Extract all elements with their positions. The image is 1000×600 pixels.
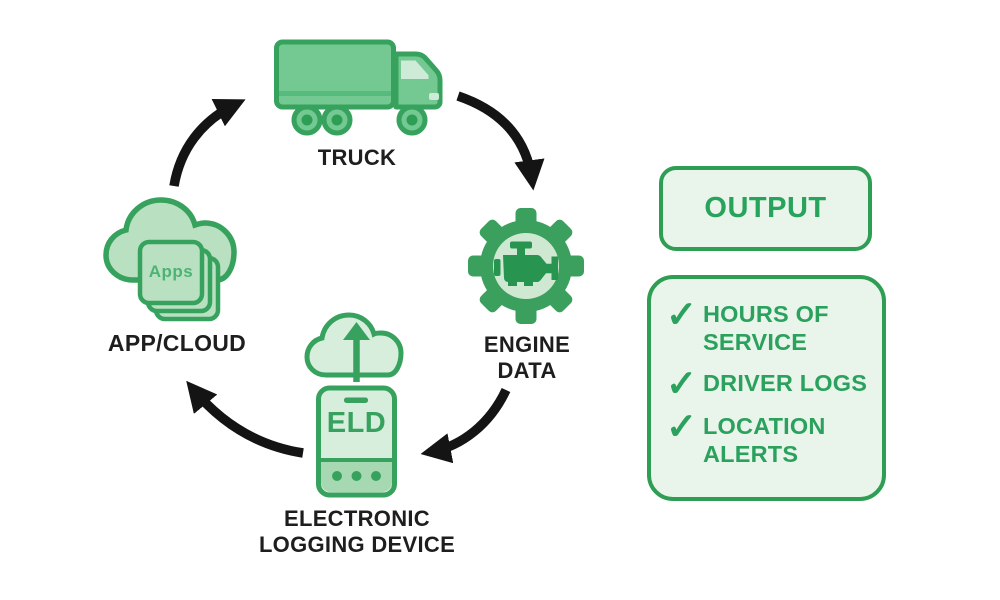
output-header-box: OUTPUT [659, 166, 872, 251]
eld-screen-text: ELD [326, 407, 387, 439]
engine-data-label: ENGINE DATA [483, 332, 571, 383]
eld-device-icon [304, 312, 404, 498]
checkmark-icon: ✓ [666, 294, 698, 335]
truck-label: TRUCK [317, 145, 397, 170]
phone-buttons [332, 471, 381, 481]
checklist-item: ✓ HOURS OF SERVICE [666, 294, 874, 356]
truck-icon [274, 39, 443, 136]
arrow-app-cloud-to-truck [169, 98, 246, 187]
arrow-engine-data-to-eld [420, 387, 511, 464]
truck-wheels [291, 104, 428, 136]
upload-arrow-icon [343, 322, 370, 382]
app-cloud-icon [103, 197, 237, 322]
eld-label: ELECTRONIC LOGGING DEVICE [258, 506, 456, 557]
arrow-eld-to-app-cloud [186, 380, 304, 458]
checklist-item: ✓ DRIVER LOGS [666, 363, 874, 405]
checklist-item: ✓ LOCATION ALERTS [666, 405, 874, 468]
output-checklist-box: ✓ HOURS OF SERVICE ✓ DRIVER LOGS ✓ LOCAT… [647, 275, 886, 501]
app-cloud-label: APP/CLOUD [107, 330, 247, 356]
checkmark-icon: ✓ [666, 405, 698, 447]
engine-data-icon [468, 208, 584, 324]
checklist-item-label: LOCATION ALERTS [703, 412, 826, 468]
truck-bumper [429, 93, 439, 100]
checklist-item-label: HOURS OF SERVICE [703, 301, 829, 356]
truck-windshield [401, 60, 429, 79]
phone-speaker [344, 397, 368, 403]
apps-stack [137, 239, 221, 322]
arrow-truck-to-engine-data [456, 91, 545, 191]
truck-cargo-box [274, 39, 396, 110]
checklist-item-label: DRIVER LOGS [703, 370, 868, 397]
checkmark-icon: ✓ [666, 363, 698, 405]
engine-icon [494, 241, 558, 286]
output-header-text: OUTPUT [704, 192, 827, 224]
apps-badge: Apps [148, 262, 194, 281]
